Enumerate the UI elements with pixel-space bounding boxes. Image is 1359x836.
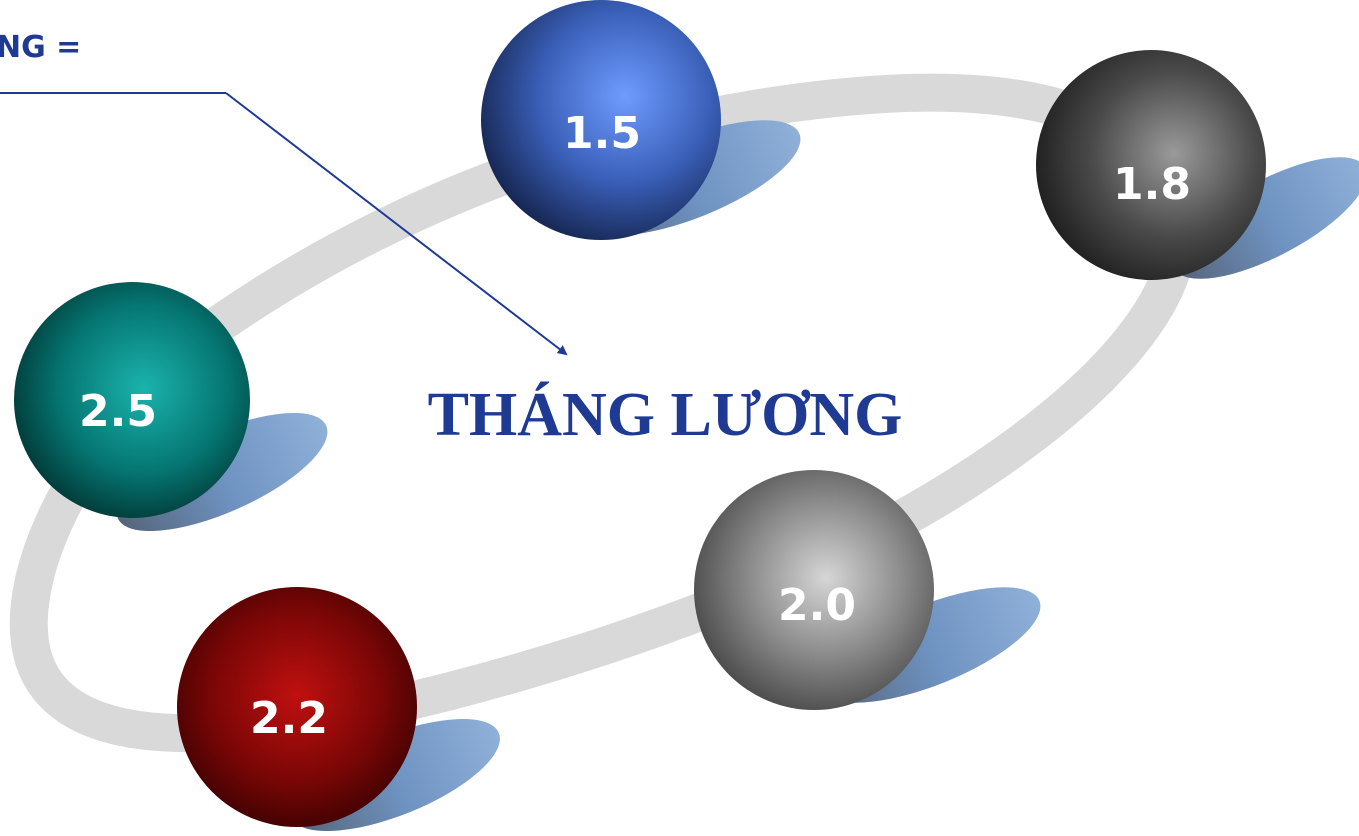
sphere [14,282,250,518]
node-label: 2.2 [250,693,328,744]
node-label: 2.5 [79,386,157,437]
node-2-5: 2.5 [14,282,328,532]
node-1-5: 1.5 [481,0,801,240]
node-label: 2.0 [778,580,856,631]
sphere [481,0,721,240]
node-label: 1.8 [1113,159,1191,210]
center-title: THÁNG LƯƠNG [428,381,903,449]
node-1-8: 1.8 [1036,50,1359,280]
pointer-arrow [225,92,568,356]
node-2-2: 2.2 [177,587,500,831]
node-2-0: 2.0 [694,470,1041,710]
top-label: NG = [0,30,81,65]
sphere [177,587,417,827]
sphere [694,470,934,710]
node-label: 1.5 [563,108,641,159]
sphere [1036,50,1266,280]
